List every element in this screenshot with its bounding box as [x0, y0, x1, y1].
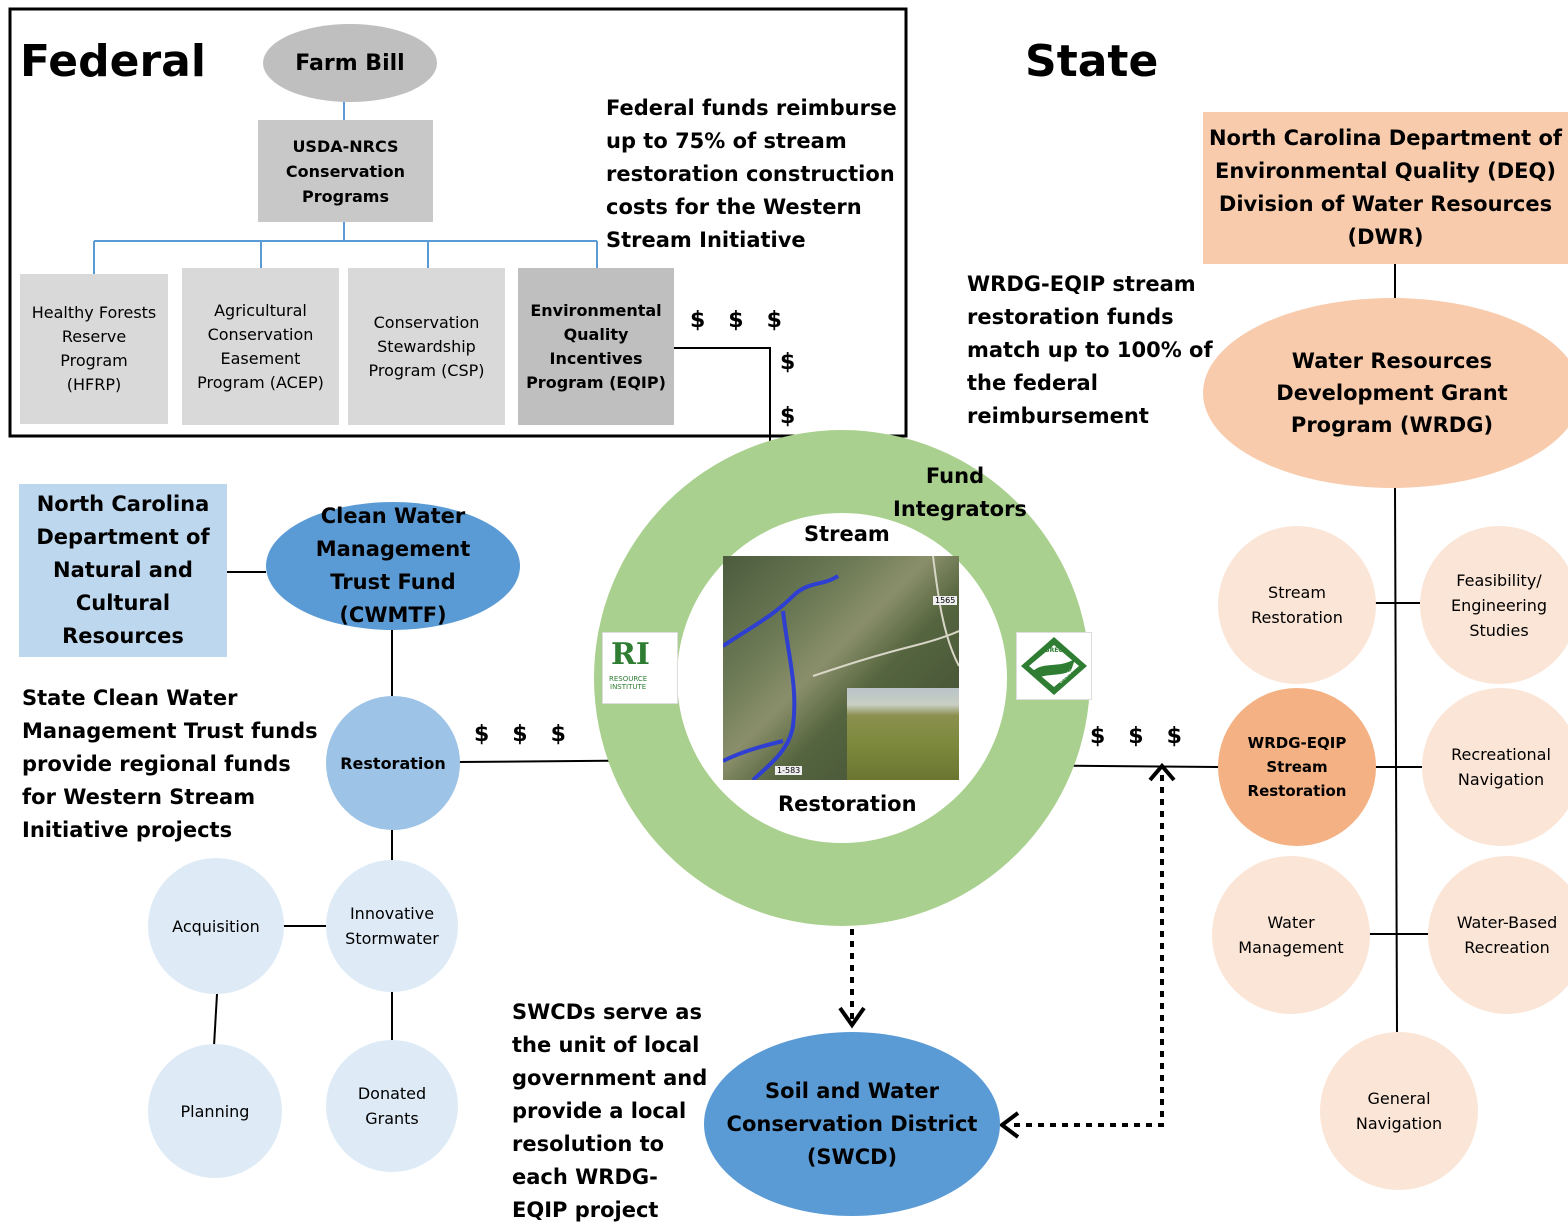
acep-node: Agricultural Conservation Easement Progr…	[182, 268, 339, 425]
state-dollars-row: $ $ $	[1090, 724, 1182, 749]
usda-nrcs-node: USDA-NRCS Conservation Programs	[258, 120, 433, 222]
state-title: State	[1025, 36, 1159, 87]
federal-dollar-1: $	[780, 350, 796, 375]
cwmtf-restoration-circle: Restoration	[326, 696, 460, 830]
stream-map-image: 1565 1-583	[723, 556, 959, 780]
map-marker-1565: 1565	[933, 596, 958, 605]
federal-dollar-2: $	[780, 404, 796, 429]
cwmtf-node: Clean Water Management Trust Fund (CWMTF…	[266, 502, 520, 630]
innovative-stormwater-circle: Innovative Stormwater	[326, 860, 458, 992]
stream-photo-inset	[847, 688, 959, 780]
state-note: WRDG-EQIP stream restoration funds match…	[967, 272, 1213, 428]
swcd-node: Soil and Water Conservation District (SW…	[704, 1032, 1000, 1216]
federal-dollars-row: $ $ $	[690, 308, 782, 333]
cwmtf-note: State Clean Water Management Trust funds…	[22, 686, 318, 842]
general-navigation-circle: General Navigation	[1320, 1032, 1478, 1190]
swcd-state-dotted	[1010, 775, 1164, 1127]
wrdg-node: Water Resources Development Grant Progra…	[1203, 298, 1568, 488]
federal-note: Federal funds reimburse up to 75% of str…	[606, 96, 897, 252]
stream-label: Stream	[804, 522, 890, 546]
swcd-note: SWCDs serve as the unit of local governm…	[512, 1000, 708, 1222]
federal-title: Federal	[20, 36, 206, 87]
nc-dncr-node: North Carolina Department of Natural and…	[19, 484, 227, 657]
csp-node: Conservation Stewardship Program (CSP)	[348, 268, 505, 425]
ri-logo-name: RESOURCE INSTITUTE	[609, 675, 648, 691]
cwmtf-dollars-row: $ $ $	[474, 722, 566, 747]
feasibility-circle: Feasibility/ Engineering Studies	[1420, 526, 1568, 684]
hfrp-node: Healthy Forests Reserve Program (HFRP)	[20, 274, 168, 424]
fund-integrators-label: Fund Integrators	[893, 464, 1027, 521]
brec-logo: BREC brec.biz	[1016, 632, 1092, 700]
water-management-circle: Water Management	[1212, 856, 1370, 1014]
wrdg-eqip-circle: WRDG-EQIP Stream Restoration	[1218, 688, 1376, 846]
farm-bill-node: Farm Bill	[263, 24, 437, 102]
map-streams	[723, 556, 959, 780]
recreational-navigation-circle: Recreational Navigation	[1422, 688, 1568, 846]
eqip-node: Environmental Quality Incentives Program…	[518, 268, 674, 425]
brec-logo-shape	[1021, 637, 1087, 695]
stream-restoration-circle: Stream Restoration	[1218, 526, 1376, 684]
ri-logo-initials: RI	[611, 637, 650, 672]
acquisition-circle: Acquisition	[148, 858, 284, 994]
map-marker-1583: 1-583	[775, 766, 803, 775]
restoration-label: Restoration	[778, 792, 917, 816]
brec-logo-text: BREC	[1045, 647, 1063, 654]
resource-institute-logo: RI RESOURCE INSTITUTE	[602, 632, 678, 704]
water-based-recreation-circle: Water-Based Recreation	[1428, 856, 1568, 1014]
donated-grants-circle: Donated Grants	[326, 1040, 458, 1172]
deq-dwr-node: North Carolina Department of Environment…	[1203, 112, 1568, 264]
planning-circle: Planning	[148, 1044, 282, 1178]
federal-box-border	[8, 7, 908, 438]
wrdg-trunk	[1394, 487, 1398, 1033]
